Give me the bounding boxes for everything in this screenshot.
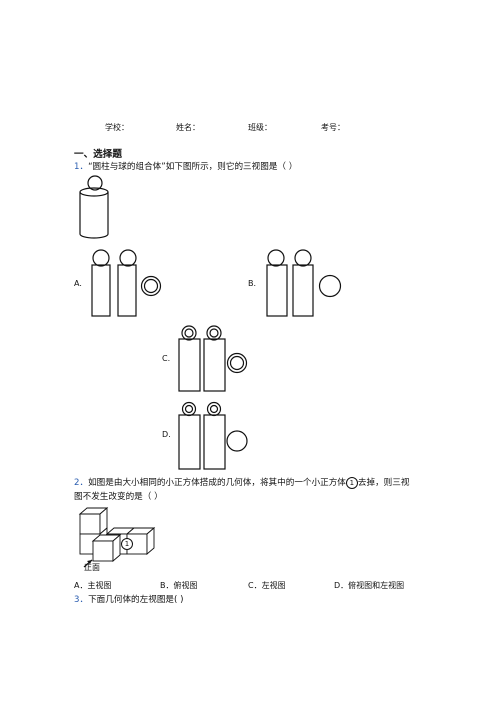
question-2-number: 2． (74, 478, 89, 488)
question-3: 3．下面几何体的左视图是( ) (74, 593, 183, 605)
q2-cube-figure (78, 507, 156, 568)
q2-option-a: A．主视图 (74, 581, 112, 590)
q1-option-c-figure (178, 325, 248, 392)
q1-option-a-label: A. (74, 279, 82, 288)
question-1: 1．“圆柱与球的组合体”如下图所示，则它的三视图是（ ） (74, 160, 297, 172)
q2-option-c: C．左视图 (248, 581, 286, 590)
q2-figure-circled-1: 1 (121, 538, 133, 550)
q1-option-d-label: D. (162, 430, 171, 439)
question-2-text-b: 去掉，则三视 (357, 478, 410, 488)
q1-option-b-figure (266, 249, 342, 317)
q1-option-b-label: B. (248, 279, 257, 288)
question-2-line-2: 图不发生改变的是（ ） (74, 492, 163, 502)
q2-option-d: D．俯视图和左视图 (334, 581, 405, 590)
q2-figure-front-label: 正面 (84, 563, 100, 572)
exam-number-label: 考号： (321, 123, 345, 132)
question-2-text-a: 如图是由大小相同的小正方体搭成的几何体，将其中的一个小正方体 (88, 478, 346, 488)
question-1-number: 1． (74, 162, 89, 172)
question-3-text: 下面几何体的左视图是( ) (88, 595, 184, 605)
school-label: 学校： (105, 123, 129, 132)
circled-number-1: 1 (345, 476, 358, 489)
q2-option-b: B．俯视图 (160, 581, 198, 590)
q1-option-d-figure (178, 401, 248, 470)
q1-option-c-label: C. (162, 354, 171, 363)
q1-option-a-figure (91, 249, 162, 317)
q1-cylinder-sphere-figure (79, 175, 109, 239)
section-title: 一、选择题 (74, 149, 122, 160)
question-1-text: “圆柱与球的组合体”如下图所示，则它的三视图是（ ） (88, 162, 298, 172)
class-label: 班级： (248, 123, 272, 132)
name-label: 姓名： (176, 123, 200, 132)
question-3-number: 3． (74, 595, 89, 605)
